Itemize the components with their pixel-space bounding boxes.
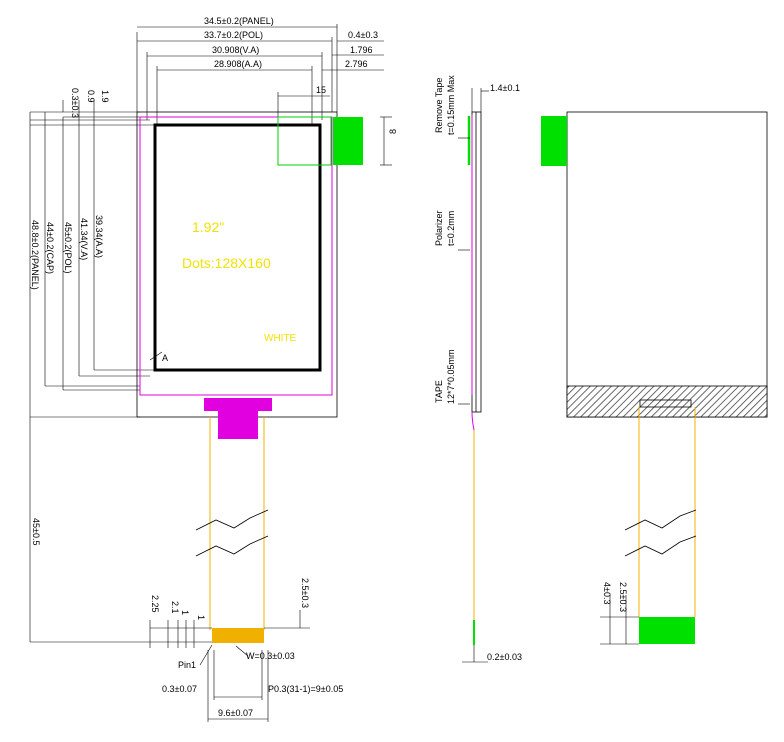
edge-gap-label: 0.3±0.07 (162, 684, 197, 694)
back-tape-tab (541, 116, 567, 166)
pin-width-label: W=0.3±0.03 (246, 651, 295, 661)
fpc-1b-label: 1 (196, 615, 206, 620)
cap-height-label: 44±0.2(CAP) (45, 222, 55, 274)
fpc-cable: 45±0.5 2.25 2.1 1 1 2.5±0.3 Pin1 W=0.3±0… (29, 398, 343, 722)
corner-a-label: A (162, 353, 168, 363)
fpc-21-label: 2.1 (170, 601, 180, 614)
back-hatch (566, 385, 768, 418)
fpc-thickness-label: 0.2±0.03 (487, 652, 522, 662)
fpc-length-label: 45±0.5 (31, 518, 41, 545)
left-19-label: 1.9 (100, 90, 110, 103)
fpc-width-label: 9.6±0.07 (218, 708, 253, 718)
side-view: 0.2±0.03 1.4±0.1 Remove Tape t=0.15mm Ma… (434, 75, 522, 663)
offset-1796-label: 1.796 (350, 45, 373, 55)
dots-label: Dots:128X160 (182, 255, 271, 271)
fpc-contacts (212, 628, 264, 643)
aa-height-label: 39.34(A.A) (94, 215, 104, 258)
aa-width-label: 28.908(A.A) (214, 59, 262, 69)
back-dim-4-label: 4±0.3 (602, 582, 612, 604)
left-03-label: 0.3±0.3 (70, 88, 80, 118)
side-thickness-label: 1.4±0.1 (490, 83, 520, 93)
fpc-neck (218, 411, 258, 439)
pol-height-label: 45±0.2(POL) (63, 222, 73, 273)
va-height-label: 41.34(V.A) (79, 218, 89, 260)
tape-label: TAPE (434, 380, 444, 403)
polarizer-label: Polarizer (434, 210, 444, 246)
pol-width-label: 33.7±0.2(POL) (204, 30, 263, 40)
remove-tape-tab (333, 117, 363, 165)
panel-outline: 1.92" Dots:128X160 WHITE A (136, 111, 363, 418)
pitch-label: P0.3(31-1)=9±0.05 (268, 684, 343, 694)
top-dimensions: 34.5±0.2(PANEL) 33.7±0.2(POL) 30.908(V.A… (136, 16, 398, 166)
front-view: 34.5±0.2(PANEL) 33.7±0.2(POL) 30.908(V.A… (29, 16, 398, 722)
remove-tape-t-label: t=0.15mm Max (446, 75, 456, 135)
fpc-stiffener (204, 398, 272, 411)
offset-04-label: 0.4±0.3 (348, 30, 378, 40)
back-stiffener (639, 617, 695, 644)
dim-15-label: 15 (316, 85, 326, 95)
size-label: 1.92" (192, 219, 224, 235)
offset-2796-label: 2.796 (345, 59, 368, 69)
back-dim-25-label: 2.5±0.3 (618, 582, 628, 612)
color-label: WHITE (264, 333, 297, 344)
dim-8-label: 8 (388, 129, 398, 134)
remove-tape-label: Remove Tape (434, 78, 444, 133)
pin1-label: Pin1 (178, 660, 196, 670)
left-09-label: 0.9 (86, 90, 96, 103)
fpc-1a-label: 1 (180, 610, 190, 615)
left-dimensions: 0.3±0.3 0.9 1.9 39.34(A.A) 41.34(V.A) 45… (29, 88, 155, 418)
fpc-25-label: 2.5±0.3 (300, 578, 310, 608)
panel-height-label: 48.8±0.2(PANEL) (30, 220, 40, 290)
polarizer-t-label: t=0.2mm (446, 211, 456, 246)
fpc-225-label: 2.25 (150, 595, 160, 613)
panel-width-label: 34.5±0.2(PANEL) (204, 16, 274, 26)
va-width-label: 30.908(V.A) (212, 45, 259, 55)
tape-size-label: 12*7*0.05mm (446, 349, 456, 404)
back-view: 4±0.3 2.5±0.3 (541, 111, 768, 645)
